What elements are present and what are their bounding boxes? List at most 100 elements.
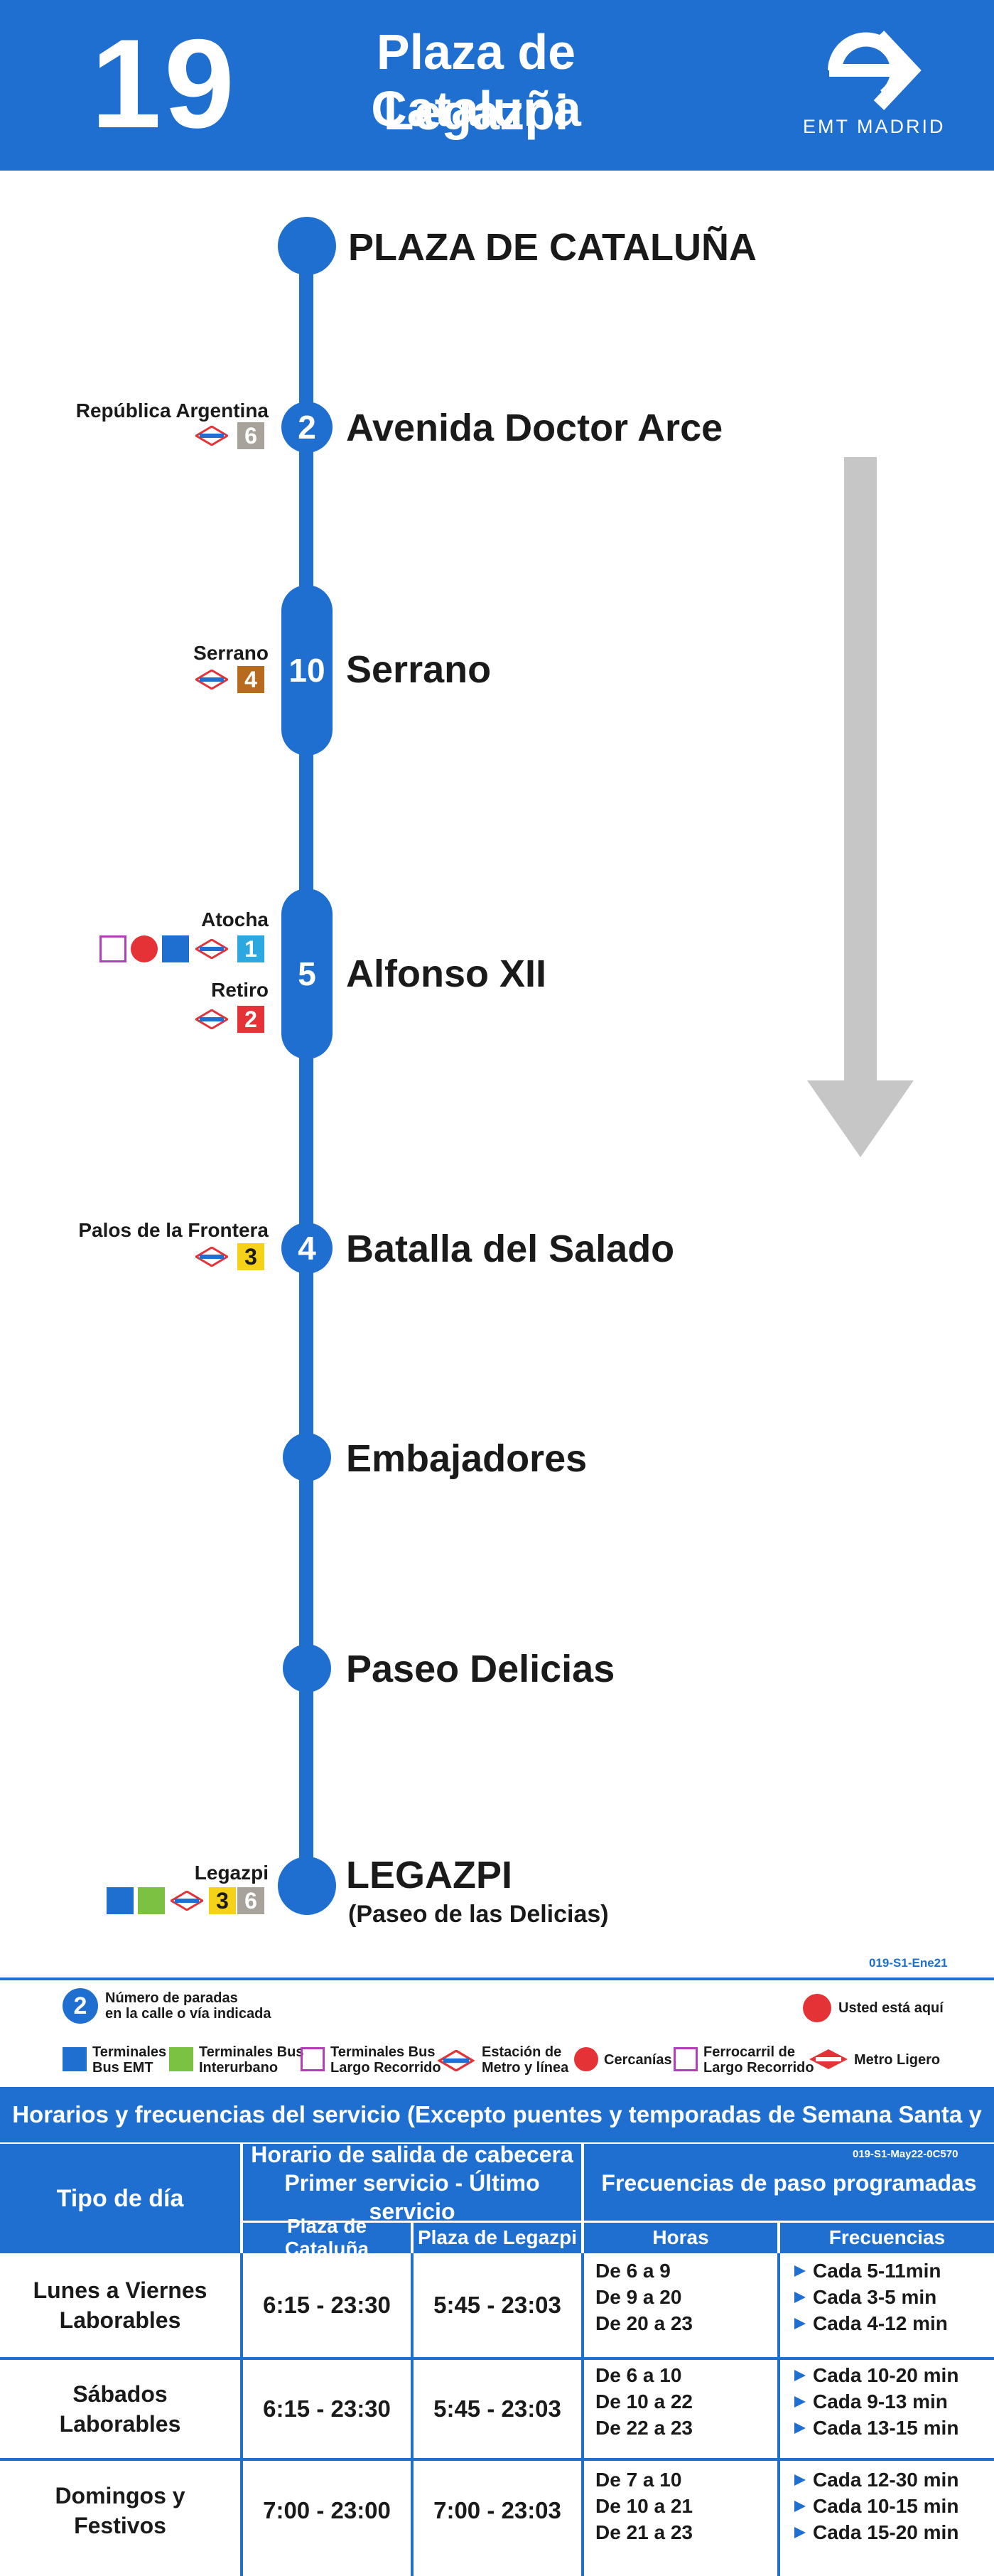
legend-item: Ferrocarril de bbox=[703, 2044, 795, 2060]
hours-list: De 6 a 10 De 10 a 22 De 22 a 23 bbox=[595, 2362, 693, 2441]
legend-stop-count-icon: 2 bbox=[63, 1988, 98, 2024]
bus-terminal-icon bbox=[107, 1887, 134, 1914]
grid-line bbox=[581, 2253, 584, 2576]
subcol-destination: Plaza de Legazpi bbox=[414, 2222, 581, 2253]
legend-item: Terminales Bus bbox=[199, 2044, 304, 2060]
arrow-icon bbox=[794, 2265, 806, 2277]
bus-terminal-icon bbox=[162, 935, 189, 962]
col-day-type: Tipo de día bbox=[0, 2144, 240, 2253]
grid-line bbox=[777, 2253, 780, 2576]
freq-list: Cada 12-30 min Cada 10-15 min Cada 15-20… bbox=[794, 2467, 958, 2545]
emt-logo-icon bbox=[828, 31, 922, 110]
metro-line-badge: 4 bbox=[237, 666, 264, 693]
legend-item: Metro y línea bbox=[482, 2060, 569, 2076]
subcol-hours: Horas bbox=[584, 2222, 777, 2253]
legend-item: Metro Ligero bbox=[854, 2052, 941, 2068]
arrow-icon bbox=[794, 2474, 806, 2486]
bus-terminal-icon bbox=[63, 2047, 87, 2071]
stop-count: 10 bbox=[288, 652, 325, 689]
first-last-origin: 6:15 - 23:30 bbox=[263, 2395, 391, 2422]
stop-count-badge: 4 bbox=[281, 1223, 333, 1274]
first-last-destination: 7:00 - 23:03 bbox=[433, 2497, 561, 2523]
col-frequencies: Frecuencias de paso programadas bbox=[584, 2144, 994, 2222]
metro-line-badge: 6 bbox=[237, 422, 264, 449]
frequency: Cada 10-20 min bbox=[813, 2364, 959, 2386]
arrow-icon bbox=[794, 2369, 806, 2381]
cercanias-icon bbox=[574, 2047, 598, 2071]
arrow-icon bbox=[794, 2500, 806, 2512]
divider bbox=[777, 2222, 780, 2253]
interurban-bus-icon bbox=[169, 2047, 193, 2071]
stop-subtitle: (Paseo de las Delicias) bbox=[348, 1901, 609, 1928]
header-title-origin: Plaza de Cataluña bbox=[371, 24, 581, 136]
hour-range: De 22 a 23 bbox=[595, 2417, 693, 2439]
col-schedule: Horario de salida de cabecera Primer ser… bbox=[243, 2142, 581, 2224]
divider bbox=[243, 2221, 994, 2223]
metro-station-name: Serrano bbox=[193, 642, 269, 664]
long-distance-bus-icon bbox=[301, 2047, 325, 2071]
arrow-icon bbox=[794, 2422, 806, 2434]
metro-icon bbox=[195, 426, 228, 446]
legend-divider bbox=[0, 1977, 994, 1980]
stop-name: Embajadores bbox=[346, 1437, 588, 1480]
hours-list: De 7 a 10 De 10 a 21 De 21 a 23 bbox=[595, 2467, 693, 2545]
first-last-destination: 5:45 - 23:03 bbox=[433, 2292, 561, 2318]
metro-line-badge: 6 bbox=[237, 1887, 264, 1914]
day-type-line2: Festivos bbox=[74, 2513, 166, 2538]
grid-line bbox=[0, 2357, 994, 2360]
legend-item: Terminales Bus bbox=[330, 2044, 436, 2060]
day-type-line1: Sábados bbox=[72, 2381, 168, 2407]
legend-item: Bus EMT bbox=[92, 2060, 153, 2076]
stop-marker bbox=[283, 1433, 331, 1481]
header-bar bbox=[0, 0, 994, 171]
first-last-origin: 7:00 - 23:00 bbox=[263, 2497, 391, 2523]
metro-station-name: Legazpi bbox=[194, 1862, 269, 1884]
legend-stops-label-2: en la calle o vía indicada bbox=[105, 2006, 271, 2022]
hour-range: De 6 a 9 bbox=[595, 2260, 671, 2282]
stop-count-pill: 10 bbox=[281, 585, 333, 756]
you-are-here-label: Usted está aquí bbox=[838, 2000, 944, 2016]
col-schedule-line2: Primer servicio - Último servicio bbox=[284, 2170, 540, 2224]
hour-range: De 20 a 23 bbox=[595, 2312, 693, 2334]
metro-line-badge: 3 bbox=[237, 1243, 264, 1270]
metro-icon bbox=[195, 1247, 228, 1267]
stop-name-destination: LEGAZPI bbox=[346, 1854, 513, 1896]
day-type-line2: Laborables bbox=[59, 2411, 181, 2437]
timetable-title: Horarios y frecuencias del servicio (Exc… bbox=[0, 2087, 994, 2183]
day-type-cell: Lunes a Viernes Laborables bbox=[0, 2253, 240, 2357]
stop-name: Avenida Doctor Arce bbox=[346, 407, 723, 449]
metro-icon bbox=[437, 2050, 475, 2071]
hour-range: De 7 a 10 bbox=[595, 2469, 682, 2491]
route-line bbox=[299, 247, 313, 1882]
arrow-icon bbox=[794, 2395, 806, 2408]
divider bbox=[581, 2144, 584, 2253]
legend-item: Interurbano bbox=[199, 2060, 279, 2076]
hour-range: De 10 a 21 bbox=[595, 2495, 693, 2517]
grid-line bbox=[0, 2458, 994, 2461]
map-code: 019-S1-Ene21 bbox=[869, 1956, 948, 1970]
legend-stops-label: Número de paradas bbox=[105, 1990, 238, 2006]
cercanias-icon bbox=[131, 935, 158, 962]
hour-range: De 9 a 20 bbox=[595, 2286, 682, 2308]
logo-text: EMT MADRID bbox=[803, 116, 946, 137]
metro-line-badge: 3 bbox=[209, 1887, 236, 1914]
arrow-icon bbox=[794, 2526, 806, 2538]
day-type-cell: Domingos y Festivos bbox=[0, 2461, 240, 2560]
divider bbox=[240, 2144, 243, 2253]
metro-line-badge: 2 bbox=[237, 1006, 264, 1033]
day-type-line1: Domingos y bbox=[55, 2483, 185, 2508]
day-type-line2: Laborables bbox=[59, 2307, 181, 2333]
direction-arrow-icon bbox=[807, 457, 914, 1157]
stop-marker-terminal bbox=[278, 1857, 336, 1915]
metro-ligero-icon bbox=[809, 2049, 848, 2069]
frequency: Cada 4-12 min bbox=[813, 2312, 948, 2334]
frequency: Cada 13-15 min bbox=[813, 2417, 959, 2439]
you-are-here-icon bbox=[803, 1994, 831, 2022]
divider bbox=[411, 2222, 414, 2253]
metro-icon bbox=[195, 1009, 228, 1029]
subcol-origin: Plaza de Cataluña bbox=[243, 2215, 411, 2260]
long-distance-train-icon bbox=[674, 2047, 698, 2071]
legend-item: Terminales bbox=[92, 2044, 167, 2060]
stop-marker-terminal bbox=[278, 217, 336, 275]
stop-count: 5 bbox=[298, 955, 316, 992]
